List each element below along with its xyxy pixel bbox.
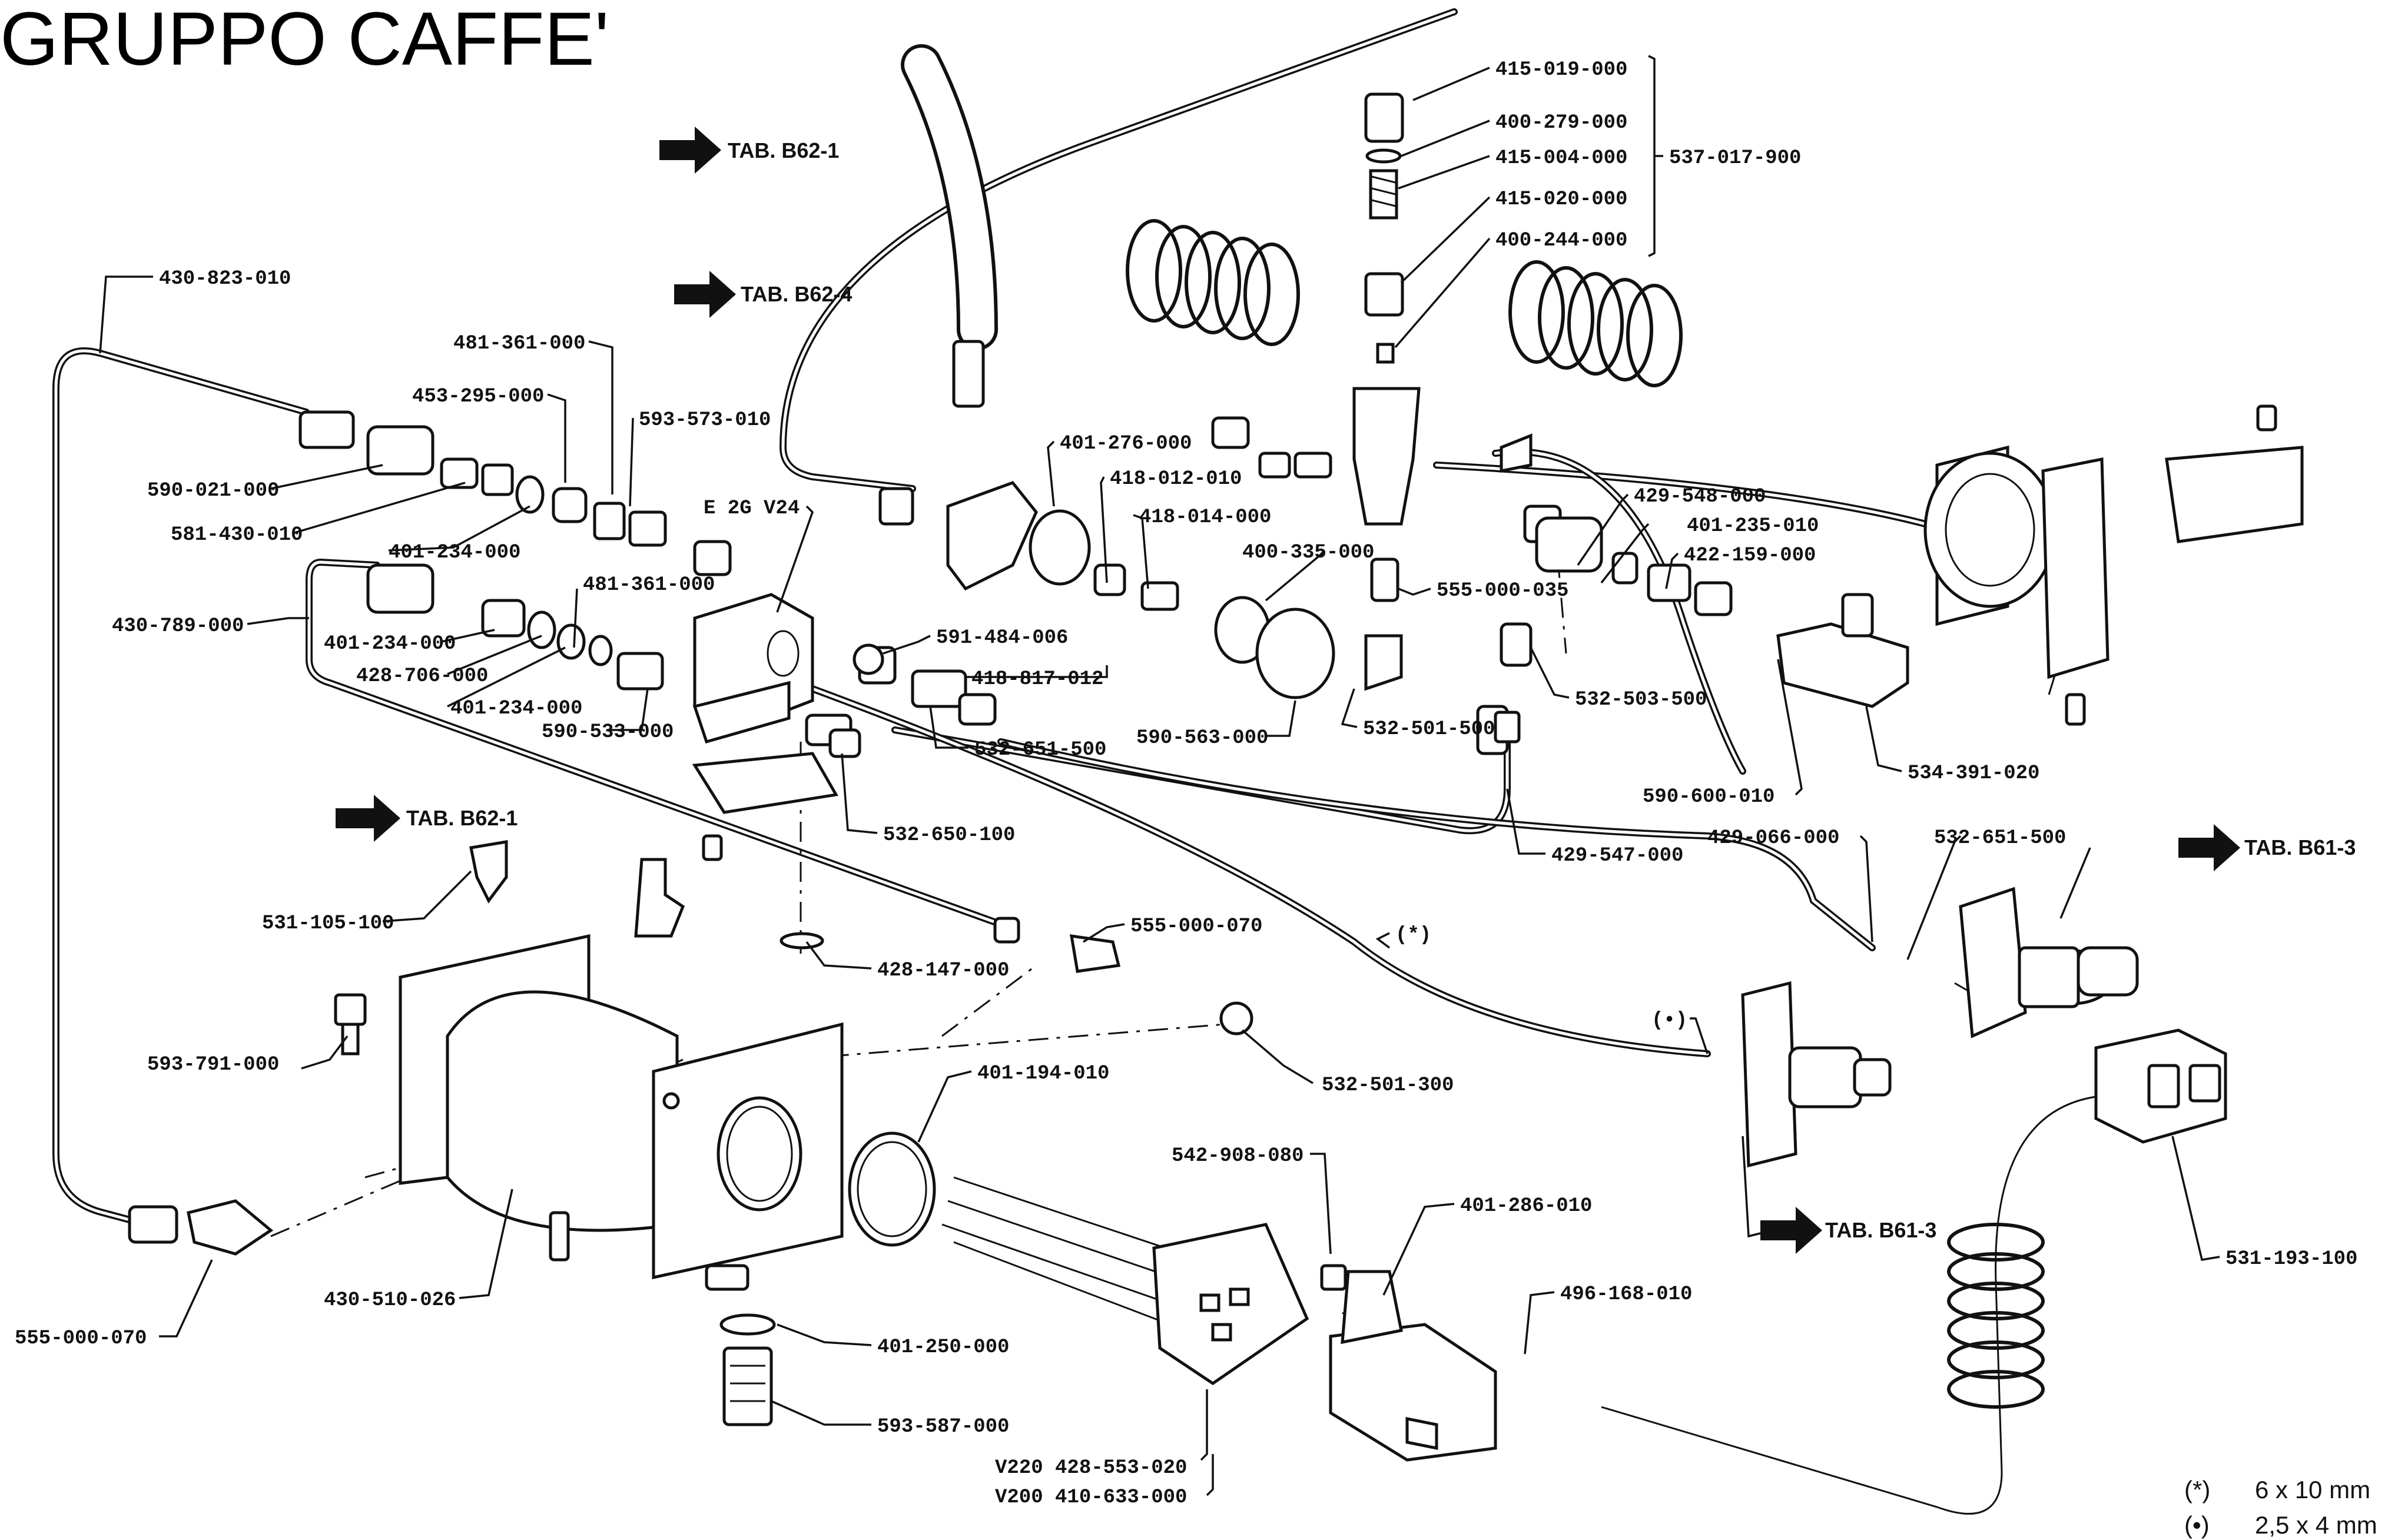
valve-unit-b61-3-low xyxy=(1741,981,1892,1168)
part-label: 430-510-026 xyxy=(324,1289,456,1312)
arrow-tab-b61-3-right xyxy=(2178,824,2240,871)
part-label: 429-066-000 xyxy=(1707,827,1839,849)
part-label: 531-105-100 xyxy=(262,912,394,935)
marker-dot: (•) xyxy=(1651,1010,1687,1032)
coil-cable xyxy=(1947,1223,2045,1409)
part-label: 496-168-010 xyxy=(1560,1283,1692,1306)
part-label: 422-159-000 xyxy=(1684,545,1816,567)
part-label: 401-286-010 xyxy=(1460,1195,1592,1217)
part-label: 532-651-500 xyxy=(974,739,1106,761)
legend: (*) 6 x 10 mm (•) 2,5 x 4 mm xyxy=(2184,1476,2377,1539)
ref-tab-b61-3-low: TAB. B61-3 xyxy=(1825,1218,1936,1242)
heating-element xyxy=(941,1176,1309,1386)
part-label: 428-147-000 xyxy=(877,960,1009,982)
solenoid-valve-e2g-v24 xyxy=(692,593,838,814)
part-label: V200 410-633-000 xyxy=(995,1486,1187,1509)
fittings-upper-left xyxy=(298,410,667,547)
arrow-tab-b62-1-mid xyxy=(336,795,400,842)
part-label: 401-234-000 xyxy=(450,698,582,720)
gasket-401-194-010 xyxy=(848,1131,936,1247)
part-label: 481-361-000 xyxy=(453,333,585,355)
part-label: 532-650-100 xyxy=(883,824,1015,847)
part-label: 401-235-010 xyxy=(1687,515,1819,537)
part-labels: 415-019-000 400-279-000 415-004-000 415-… xyxy=(15,59,2357,1509)
part-label: 415-019-000 xyxy=(1495,59,1627,81)
group-valve-537-017-900 xyxy=(1352,92,1421,691)
part-label: 591-484-006 xyxy=(936,627,1068,649)
part-label: 590-563-000 xyxy=(1136,727,1268,749)
transformer-531-193-100 xyxy=(2094,1028,2227,1144)
ref-tab-b62-1-top: TAB. B62-1 xyxy=(728,138,839,162)
part-label: 593-587-000 xyxy=(877,1416,1009,1438)
part-label: 430-789-000 xyxy=(112,615,244,638)
part-label: 537-017-900 xyxy=(1669,147,1801,170)
hose-tab-b62-1 xyxy=(901,44,998,350)
part-label: 555-000-070 xyxy=(1130,915,1262,938)
legend-symbol: (*) xyxy=(2184,1476,2210,1504)
legend-symbol: (•) xyxy=(2184,1511,2210,1539)
part-label: 542-908-080 xyxy=(1172,1145,1303,1167)
part-label: 430-823-010 xyxy=(159,268,291,290)
part-label: 401-234-000 xyxy=(324,633,456,655)
valve-unit-b61-3-right xyxy=(1959,887,2139,1038)
part-label: 534-391-020 xyxy=(1908,762,2039,785)
arrow-tab-b62-1-top xyxy=(659,127,721,174)
pipes xyxy=(52,8,2120,1515)
legend-size: 2,5 x 4 mm xyxy=(2255,1511,2377,1539)
part-label: 555-000-070 xyxy=(15,1327,147,1350)
part-label: 400-244-000 xyxy=(1495,230,1627,252)
part-label: 590-533-000 xyxy=(542,721,674,744)
thermostat-496-168-010 xyxy=(1329,1270,1497,1462)
ref-tab-b61-3-right: TAB. B61-3 xyxy=(2244,835,2356,859)
legend-size: 6 x 10 mm xyxy=(2255,1476,2370,1504)
cable-531-193-100 xyxy=(1601,1094,2120,1515)
ref-tab-b62-4: TAB. B62-4 xyxy=(741,282,852,306)
reference-arrows xyxy=(336,127,2240,1254)
motor-unit-right xyxy=(1923,404,2304,726)
part-label: 415-020-000 xyxy=(1495,188,1627,211)
part-label: 400-335-000 xyxy=(1242,542,1374,564)
arrow-tab-b61-3-low xyxy=(1760,1207,1822,1254)
part-label: 532-501-500 xyxy=(1363,718,1495,741)
leader-lines xyxy=(99,55,2220,1496)
marker-star: (*) xyxy=(1395,924,1431,947)
part-label: 401-250-000 xyxy=(877,1336,1009,1359)
part-label: 532-651-500 xyxy=(1934,827,2066,849)
part-label: 531-193-100 xyxy=(2225,1248,2357,1270)
part-label: 401-276-000 xyxy=(1060,433,1192,455)
part-label: 590-021-000 xyxy=(147,480,279,502)
arrow-tab-b62-4 xyxy=(674,271,736,318)
part-label: 418-014-000 xyxy=(1139,506,1271,529)
part-label: 400-279-000 xyxy=(1495,112,1627,134)
pressure-switch-534-391-020 xyxy=(1776,593,1909,708)
part-label: 453-295-000 xyxy=(412,386,544,408)
part-label: 593-791-000 xyxy=(147,1054,279,1076)
part-label: 418-817-012 xyxy=(971,668,1103,691)
ref-tab-b62-1-mid: TAB. B62-1 xyxy=(406,806,518,830)
part-label: 532-503-500 xyxy=(1575,689,1707,711)
part-label: E 2G V24 xyxy=(704,497,800,520)
part-label: 590-600-010 xyxy=(1643,786,1775,808)
part-label: 481-361-000 xyxy=(583,574,715,596)
part-label: 415-004-000 xyxy=(1495,147,1627,170)
part-label: 555-000-035 xyxy=(1437,580,1568,602)
part-label: 401-234-000 xyxy=(389,542,520,564)
part-label: 429-548-000 xyxy=(1634,486,1766,508)
part-label: 428-706-000 xyxy=(356,665,488,688)
coil-right xyxy=(1508,260,1683,387)
small-parts-lower xyxy=(128,711,1521,1426)
part-label: 429-547-000 xyxy=(1551,845,1683,867)
part-label: 532-501-300 xyxy=(1322,1074,1454,1097)
part-label: 593-573-010 xyxy=(639,409,771,432)
boiler-430-510-026 xyxy=(399,934,844,1280)
part-label: 418-012-010 xyxy=(1110,468,1242,490)
coil-left xyxy=(1126,219,1300,346)
part-label: 581-430-010 xyxy=(171,524,303,546)
part-label: 401-194-010 xyxy=(977,1063,1109,1085)
part-label: V220 428-553-020 xyxy=(995,1457,1187,1479)
diagram-title: GRUPPO CAFFE' xyxy=(0,0,609,81)
